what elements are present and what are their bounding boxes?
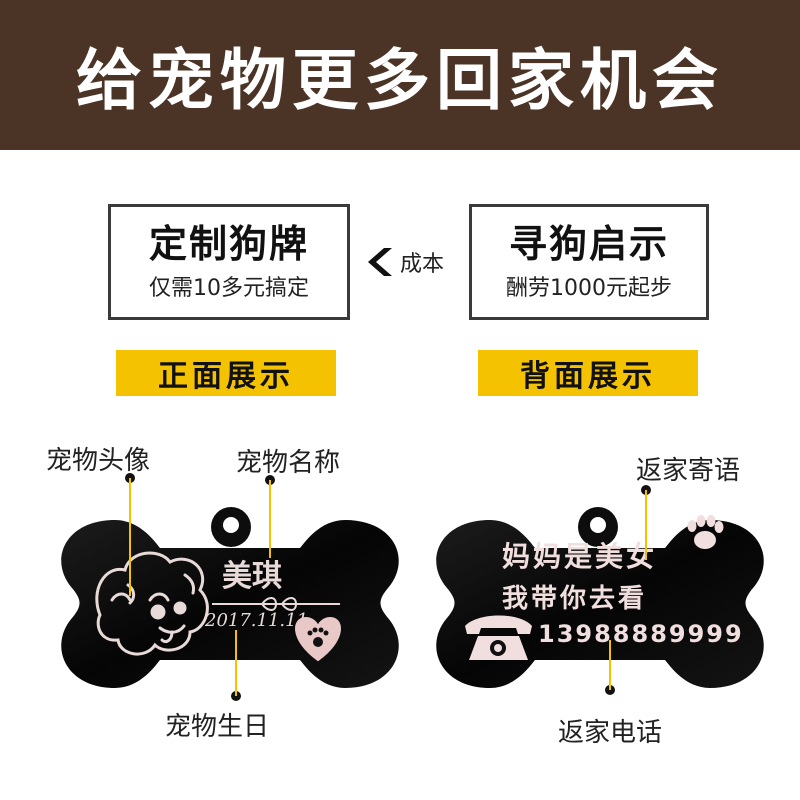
- name-annotation: 宠物名称: [236, 448, 341, 478]
- front-bone-tag: [61, 507, 399, 688]
- heart-paw-icon: [295, 616, 341, 662]
- avatar-leader-line: [125, 473, 135, 596]
- custom-tag-box: 定制狗牌 仅需10多元搞定: [108, 204, 350, 320]
- front-view-label: 正面展示: [116, 350, 336, 396]
- name-leader-line: [265, 475, 275, 558]
- custom-tag-subtitle: 仅需10多元搞定: [149, 276, 309, 301]
- top-banner: 给宠物更多回家机会: [0, 0, 800, 150]
- phone-leader-line: [605, 640, 615, 695]
- cost-comparison: 成本: [362, 244, 444, 280]
- phone-annotation: 返家电话: [558, 718, 663, 748]
- chevron-left-icon: [368, 248, 392, 276]
- return-message-line1: 妈妈是美女: [502, 540, 657, 573]
- lost-dog-notice-title: 寻狗启示: [508, 222, 669, 266]
- pet-name-engraving: 美琪: [222, 559, 282, 594]
- lost-dog-notice-box: 寻狗启示 酬劳1000元起步: [469, 204, 709, 320]
- banner-title: 给宠物更多回家机会: [76, 42, 724, 119]
- return-message-line2: 我带你去看: [502, 584, 647, 614]
- avatar-annotation: 宠物头像: [46, 446, 151, 476]
- lost-dog-notice-subtitle: 酬劳1000元起步: [506, 276, 672, 301]
- cost-label: 成本: [400, 252, 445, 277]
- return-phone-engraving: 13988889999: [538, 620, 744, 648]
- divider-ornament: [212, 597, 340, 611]
- message-annotation: 返家寄语: [636, 456, 741, 486]
- paw-print-icon: [687, 515, 724, 549]
- dog-avatar-icon: [95, 551, 209, 656]
- message-leader-line: [641, 485, 651, 560]
- birthday-leader-line: [231, 630, 241, 701]
- telephone-icon: [465, 615, 532, 660]
- back-view-label: 背面展示: [478, 350, 698, 396]
- birthday-annotation: 宠物生日: [165, 712, 270, 742]
- custom-tag-title: 定制狗牌: [148, 222, 309, 266]
- pet-birthday-engraving: 2017.11.11: [204, 610, 308, 631]
